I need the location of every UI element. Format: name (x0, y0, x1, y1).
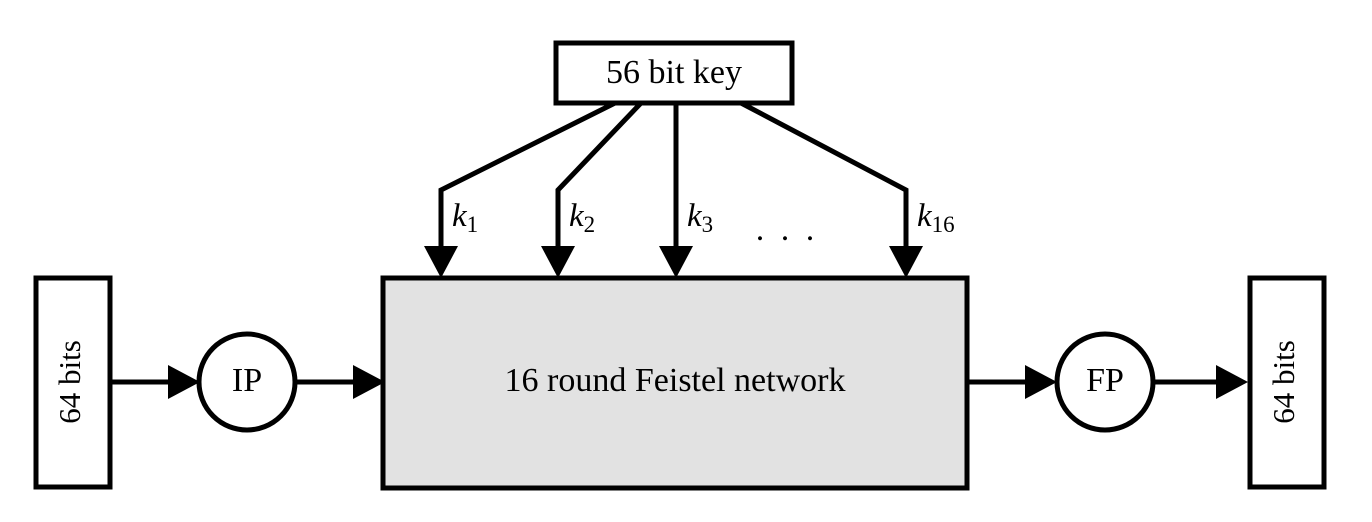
round-key-subscript-k2: 2 (584, 212, 596, 237)
round-key-ellipsis: . . . (756, 211, 819, 248)
input-box[interactable] (33, 275, 113, 490)
input-box-label: 64 bits (52, 340, 87, 424)
final-permutation-group[interactable]: FP (1054, 331, 1156, 433)
arrowhead-feistel-fp-icon (1025, 365, 1057, 399)
round-key-subscript-k1: 1 (467, 212, 479, 237)
feistel-network-box[interactable] (380, 275, 970, 491)
round-key-label-k2: k2 (569, 198, 595, 238)
arrowhead-k1-icon (424, 246, 458, 278)
key-box-group[interactable]: 56 bit key (553, 40, 795, 106)
key-line-k16 (739, 100, 909, 252)
connector-fp-to-output (1153, 365, 1248, 399)
output-box-label: 64 bits (1266, 340, 1301, 424)
arrowhead-k16-icon (889, 246, 923, 278)
connector-input-to-ip (110, 365, 200, 399)
round-key-subscript-k16: 16 (932, 212, 955, 237)
round-key-base-k2: k (569, 198, 585, 234)
arrowhead-k3-icon (659, 246, 693, 278)
round-key-base-k3: k (687, 198, 703, 234)
connector-feistel-to-fp (967, 365, 1057, 399)
key-schedule-lines (438, 100, 909, 252)
round-key-base-k16: k (917, 198, 933, 234)
feistel-network-group[interactable]: 16 round Feistel network (380, 275, 970, 491)
round-key-label-k1: k1 (452, 198, 478, 238)
key-line-k1 (438, 100, 617, 252)
round-key-subscript-k3: 3 (702, 212, 714, 237)
key-box-label: 56 bit key (606, 54, 742, 91)
key-line-k2 (555, 101, 643, 252)
round-key-label-k3: k3 (687, 198, 713, 238)
initial-permutation-label: IP (232, 362, 262, 399)
output-box-group[interactable]: 64 bits (1247, 275, 1327, 490)
round-key-base-k1: k (452, 198, 468, 234)
arrowhead-input-ip-icon (168, 365, 200, 399)
arrowhead-fp-output-icon (1216, 365, 1248, 399)
output-box[interactable] (1247, 275, 1327, 490)
arrowhead-ip-feistel-icon (353, 365, 385, 399)
initial-permutation-group[interactable]: IP (196, 331, 298, 433)
round-key-labels: k1 k2 k3 k16 . . . (452, 198, 955, 248)
arrowhead-k2-icon (541, 246, 575, 278)
connector-ip-to-feistel (295, 365, 385, 399)
round-key-label-k16: k16 (917, 198, 955, 238)
input-box-group[interactable]: 64 bits (33, 275, 113, 490)
feistel-network-label: 16 round Feistel network (505, 362, 846, 399)
key-arrowheads (424, 246, 923, 278)
final-permutation-label: FP (1086, 362, 1124, 399)
